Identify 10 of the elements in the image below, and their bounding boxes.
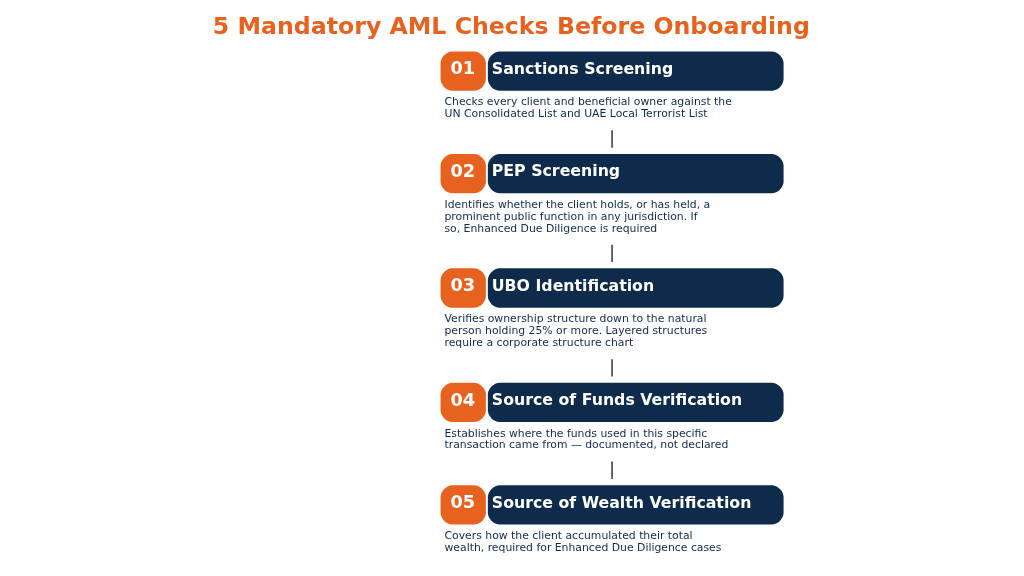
node-label: Covers how the client accumulated their total wealth, required for Enhanced Due Diligence cases xyxy=(443,529,721,554)
connector xyxy=(610,358,613,378)
connector xyxy=(610,460,613,480)
diagram-title: 5 Mandatory AML Checks Before Onboarding xyxy=(212,11,810,40)
node-label: Checks every client and beneficial owner against the UN Consolidated List and UAE Local Terrorist List xyxy=(443,95,732,121)
node-label: Establishes where the funds used in this specific transaction came from — documented, not declared xyxy=(443,426,728,452)
node-label: Identifies whether the client holds, or has held, a prominent public function in any jurisdiction. If so, Enhanced Due Diligence is required xyxy=(443,197,710,235)
connector xyxy=(610,243,613,263)
connector xyxy=(610,129,613,149)
node-label: Verifies ownership structure down to the natural person holding 25% or more. Layered structures require a corporate structure chart xyxy=(443,312,707,349)
